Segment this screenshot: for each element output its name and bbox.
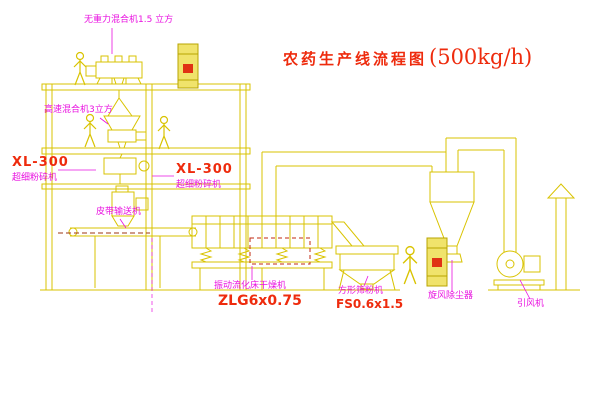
exhaust-duct <box>261 151 447 216</box>
pulverizer-lower <box>111 185 149 227</box>
diagram-title: 农药生产线流程图 (500kg/h) <box>283 45 532 69</box>
belt-conveyor <box>68 227 198 288</box>
indicator-light <box>183 64 193 73</box>
label-gravity-mixer: 无重力混合机1.5 立方 <box>84 15 174 25</box>
ground-dashed-lines <box>58 232 153 312</box>
control-panel-lower <box>426 237 448 287</box>
label-fan: 引风机 <box>517 299 545 309</box>
person-figure <box>73 51 87 86</box>
vibration-motor-outline <box>249 237 311 265</box>
person-figure <box>157 115 171 150</box>
label-high-speed-mixer: 高速混合机3立方 <box>44 105 113 115</box>
label-mill-mid-name: 超细粉碎机 <box>176 180 222 190</box>
person-figure <box>83 113 97 148</box>
control-panel-upper <box>177 43 199 89</box>
label-mill-mid-model: XL-300 <box>176 162 233 177</box>
indicator-light <box>432 258 442 267</box>
pulverizer-mid <box>103 157 150 184</box>
label-sifter-model: FS0.6x1.5 <box>336 297 404 311</box>
label-sifter-name: 方形筛粉机 <box>338 286 384 296</box>
square-sifter <box>330 221 400 291</box>
label-dryer-model: ZLG6x0.75 <box>218 293 302 309</box>
title-capacity: (500kg/h) <box>429 45 533 69</box>
fan-duct <box>446 137 517 252</box>
label-belt-conveyor: 皮带输送机 <box>96 207 142 217</box>
label-mill-left-model: XL-300 <box>12 155 69 170</box>
high-speed-mixer <box>103 115 147 159</box>
induced-draft-fan <box>488 250 580 291</box>
title-text: 农药生产线流程图 <box>283 50 428 68</box>
label-mill-left-name: 超细粉碎机 <box>12 173 58 183</box>
gravity-mixer <box>85 55 143 117</box>
person-figure <box>402 245 418 285</box>
label-dryer-name: 振动流化床干燥机 <box>214 281 287 291</box>
leader-lines <box>58 28 531 300</box>
fluid-bed-dryer <box>188 215 336 291</box>
label-cyclone: 旋风除尘器 <box>428 291 474 301</box>
exhaust-stack <box>546 183 576 290</box>
